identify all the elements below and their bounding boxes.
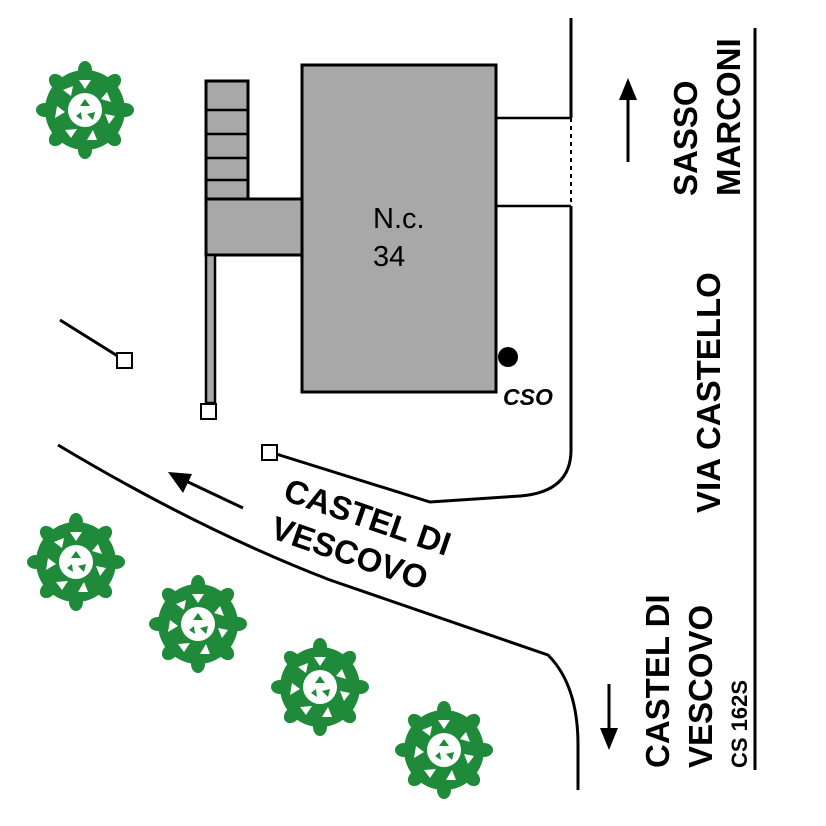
direction-sasso-line1: SASSO xyxy=(667,80,704,196)
square-post-icon xyxy=(261,444,278,461)
castel-di-vescovo-road-edge xyxy=(57,443,580,790)
direction-castel-line1: CASTEL DI xyxy=(639,594,676,768)
direction-castel-line3: CS 162S xyxy=(727,680,752,768)
walkway xyxy=(204,197,304,257)
via-castello-label: VIA CASTELLO xyxy=(690,272,727,513)
square-post-icon xyxy=(116,352,133,369)
staircase xyxy=(204,79,250,201)
passage xyxy=(496,116,571,208)
direction-sasso-line2: MARCONI xyxy=(710,38,747,196)
tree-icon xyxy=(271,638,369,736)
tree-icon xyxy=(149,575,247,673)
arrow-icon xyxy=(619,78,637,162)
tree-icon xyxy=(395,701,493,799)
dot-marker-icon xyxy=(498,347,518,367)
square-post-icon xyxy=(200,403,217,420)
boundary-line xyxy=(59,318,125,362)
building-label-line1: N.c. xyxy=(373,203,425,235)
direction-castel-line2: VESCOVO xyxy=(682,605,719,768)
fence-strip xyxy=(204,253,217,405)
building xyxy=(300,63,498,394)
via-castello-edge xyxy=(272,18,573,504)
building-label-line2: 34 xyxy=(373,241,405,273)
tree-icon xyxy=(27,513,126,611)
arrow-icon xyxy=(168,472,244,510)
arrow-icon xyxy=(600,684,618,750)
tree-icon xyxy=(36,61,134,159)
marker-label: CSO xyxy=(503,384,553,410)
